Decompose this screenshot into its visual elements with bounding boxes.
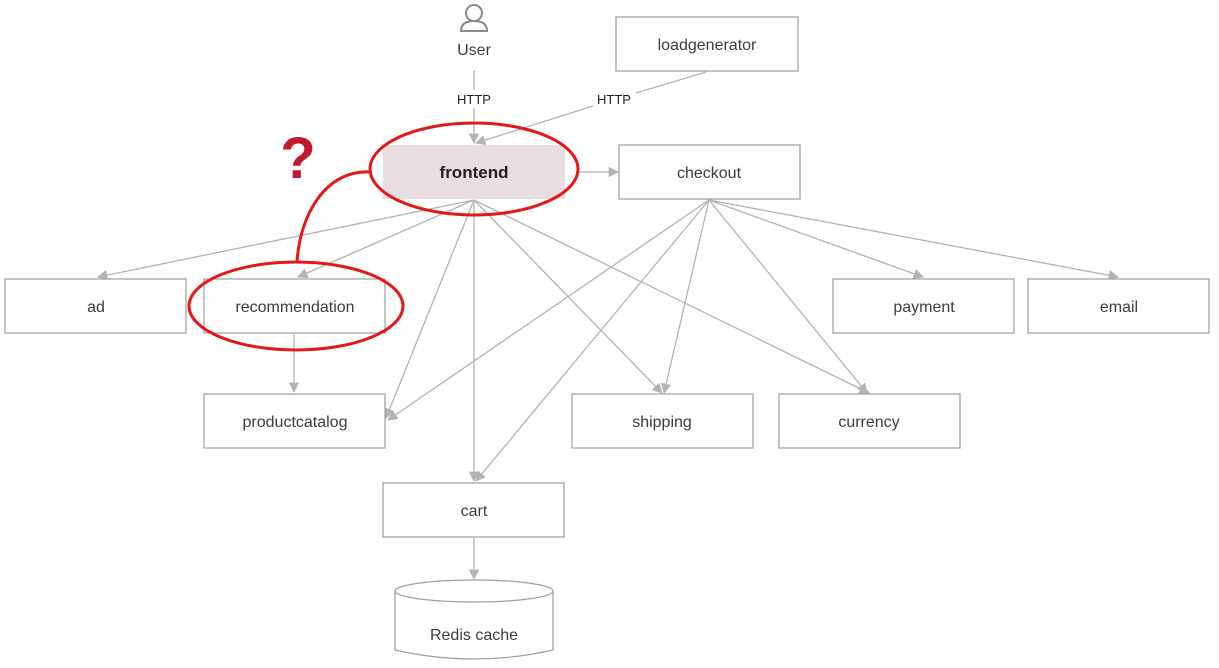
edge-loadgen-frontend-top bbox=[635, 71, 707, 94]
edge-frontend-currency bbox=[473, 199, 870, 394]
checkout-label: checkout bbox=[677, 165, 742, 182]
node-checkout: checkout bbox=[618, 144, 801, 200]
recommendation-label: recommendation bbox=[235, 299, 354, 316]
node-email: email bbox=[1027, 278, 1210, 334]
edge-checkout-shipping bbox=[661, 199, 710, 395]
node-productcatalog: productcatalog bbox=[203, 393, 386, 449]
edges bbox=[96, 70, 1120, 581]
edge-checkout-cart bbox=[475, 199, 710, 482]
currency-label: currency bbox=[838, 414, 899, 431]
annotation-connector bbox=[295, 170, 371, 263]
person-icon bbox=[459, 4, 489, 32]
edge-checkout-email bbox=[708, 199, 1120, 281]
node-recommendation: recommendation bbox=[203, 278, 386, 334]
shipping-label: shipping bbox=[632, 414, 692, 431]
ad-label: ad bbox=[87, 299, 105, 316]
email-label: email bbox=[1100, 299, 1138, 316]
frontend-highlight-circle bbox=[368, 121, 580, 217]
loadgenerator-label: loadgenerator bbox=[658, 37, 757, 54]
node-ad: ad bbox=[4, 278, 187, 334]
recommendation-highlight-circle bbox=[187, 260, 405, 352]
question-mark-icon: ? bbox=[280, 126, 315, 191]
http-label-loadgenerator: HTTP bbox=[597, 92, 631, 107]
http-label-user: HTTP bbox=[457, 92, 491, 107]
cart-label: cart bbox=[461, 503, 488, 520]
frontend-label: frontend bbox=[440, 163, 509, 182]
node-loadgenerator: loadgenerator bbox=[615, 16, 799, 72]
edge-frontend-ad bbox=[96, 199, 475, 281]
node-payment: payment bbox=[832, 278, 1015, 334]
payment-label: payment bbox=[893, 299, 955, 316]
node-redis-cache: Redis cache bbox=[394, 579, 554, 660]
annotation: ? bbox=[187, 121, 580, 352]
user-node: User bbox=[457, 4, 492, 59]
node-shipping: shipping bbox=[571, 393, 754, 449]
productcatalog-label: productcatalog bbox=[243, 414, 348, 431]
edge-frontend-productcatalog bbox=[384, 199, 475, 419]
node-cart: cart bbox=[382, 482, 565, 538]
node-currency: currency bbox=[778, 393, 961, 449]
user-label: User bbox=[457, 42, 491, 59]
redis-label: Redis cache bbox=[430, 627, 518, 644]
edge-checkout-productcatalog bbox=[387, 199, 710, 421]
database-icon bbox=[394, 579, 554, 660]
edge-loadgen-frontend bbox=[475, 105, 594, 146]
edge-checkout-payment bbox=[708, 199, 924, 279]
node-frontend: frontend bbox=[383, 145, 565, 199]
edge-checkout-currency bbox=[708, 199, 868, 394]
